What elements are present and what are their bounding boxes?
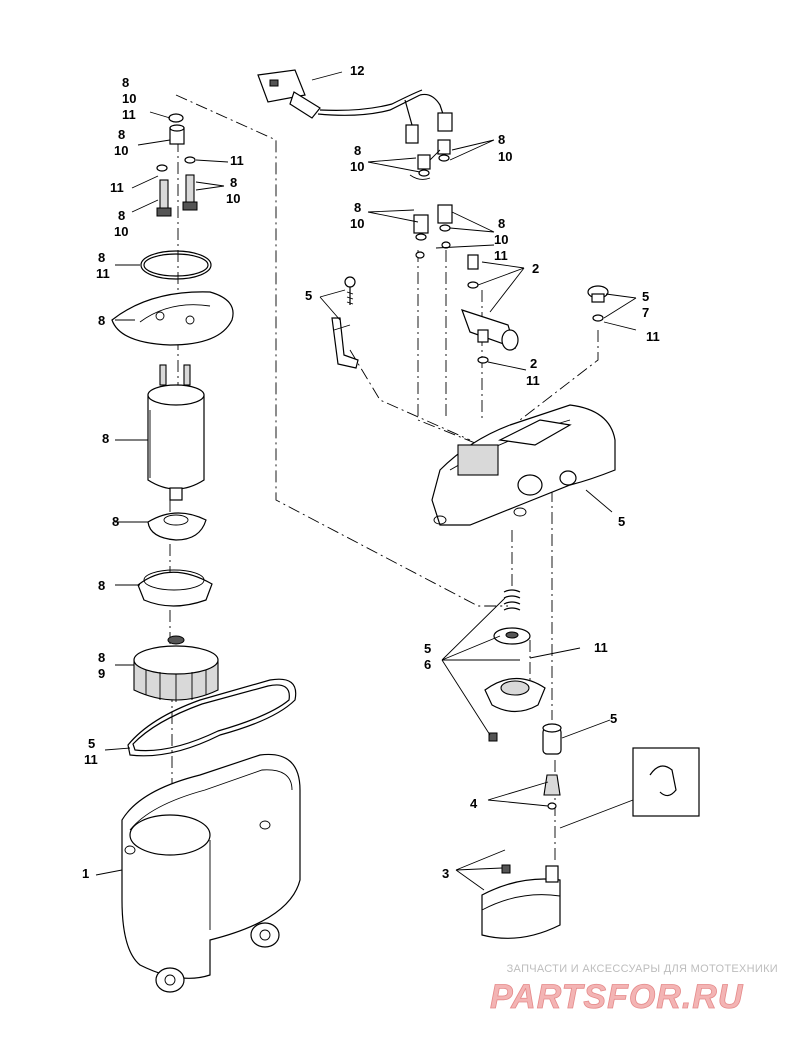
callout-label: 8 [98,578,105,593]
pump-bracket-holder [137,569,213,607]
o-ring-top [168,113,184,123]
callout-label: 11 [110,180,124,195]
breather-cap [587,285,609,322]
callout-label: 11 [230,153,244,168]
callout-label: 5 [305,288,312,303]
callout-label: 11 [594,640,608,655]
callout-label: 10 [350,216,364,231]
callout-label: 8 [98,313,105,328]
svg-text:PARTSFOR.RU: PARTSFOR.RU [490,978,744,1016]
callout-label: 5 [610,711,617,726]
sensor-stack-lower [413,204,453,259]
callout-label: 8 [498,132,505,147]
callout-labels: 12 8 10 11 8 10 11 11 8 10 8 10 8 11 8 8… [82,63,660,881]
callout-label: 8 [118,127,125,142]
cover-screw [488,732,498,742]
callout-label: 10 [122,91,136,106]
watermark-logo: PARTSFOR.RU [490,978,744,1016]
callout-label: 11 [96,266,110,281]
fuel-pump [147,364,205,501]
callout-label: 2 [530,356,537,371]
watermark-tagline: ЗАПЧАСТИ И АКСЕССУАРЫ ДЛЯ МОТОТЕХНИКИ [506,963,778,975]
callout-label: 1 [82,866,89,881]
valve-diaphragm [493,627,531,645]
callout-label: 10 [114,224,128,239]
throttle-body-housing [431,404,616,526]
mount-bracket [331,317,359,369]
callout-label: 6 [424,657,431,672]
callout-label: 8 [98,650,105,665]
callout-label: 10 [494,232,508,247]
leader-lines [95,71,637,891]
callout-label: 11 [84,752,98,767]
callout-label: 8 [98,250,105,265]
callout-label: 8 [122,75,129,90]
callout-label: 10 [226,191,240,206]
sensor-stack-upper [409,139,451,180]
o-ring-small-pair [156,156,196,172]
fuel-filter-element [133,635,219,702]
pump-terminal-studs [156,174,198,217]
injector-nozzle [543,774,561,810]
callout-label: 8 [498,216,505,231]
callout-label: 10 [350,159,364,174]
callout-label: 5 [618,514,625,529]
tank-gasket [127,678,297,757]
bracket-screw [344,276,356,305]
wiring-harness [257,69,453,144]
pump-mounting-plate [111,291,234,346]
callout-label: 8 [118,208,125,223]
large-o-ring [140,250,212,280]
callout-label: 8 [354,200,361,215]
callout-label: 5 [88,736,95,751]
callout-label: 12 [350,63,364,78]
callout-label: 8 [230,175,237,190]
callout-label: 8 [354,143,361,158]
callout-label: 11 [494,248,508,263]
pump-seat-ring [147,512,207,541]
pressure-regulator [461,254,519,364]
fitting-nipple [169,124,185,145]
callout-label: 2 [532,261,539,276]
callout-label: 5 [424,641,431,656]
callout-label: 10 [114,143,128,158]
valve-cover [484,677,546,713]
callout-label: 7 [642,305,649,320]
callout-label: 11 [122,107,136,122]
sender-box [481,864,561,939]
callout-label: 8 [112,514,119,529]
callout-label: 10 [498,149,512,164]
valve-spring [503,589,521,611]
injector-sleeve [542,723,562,755]
callout-label: 11 [646,329,660,344]
fuel-tank-housing [121,753,301,993]
callout-label: 4 [470,796,478,811]
detail-inset-clip [559,747,700,829]
callout-label: 11 [526,373,540,388]
callout-label: 8 [102,431,109,446]
callout-label: 5 [642,289,649,304]
callout-label: 3 [442,866,449,881]
callout-label: 9 [98,666,105,681]
